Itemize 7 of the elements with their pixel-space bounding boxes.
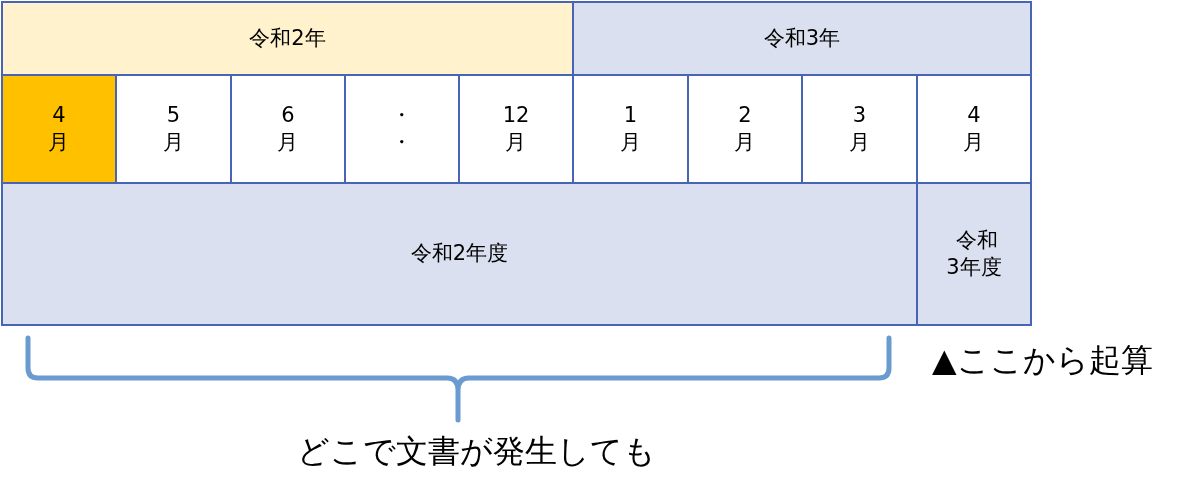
month-cell: 4月 bbox=[1, 74, 117, 184]
year-band: 令和2年 bbox=[1, 1, 574, 76]
fiscal-year-band: 令和3年度 bbox=[916, 182, 1032, 326]
note-text: ▲ここから起算 bbox=[932, 341, 1153, 380]
year-band: 令和3年 bbox=[572, 1, 1032, 76]
brace-label: どこで文書が発生しても bbox=[296, 432, 656, 471]
fiscal-year-band: 令和2年度 bbox=[1, 182, 918, 326]
